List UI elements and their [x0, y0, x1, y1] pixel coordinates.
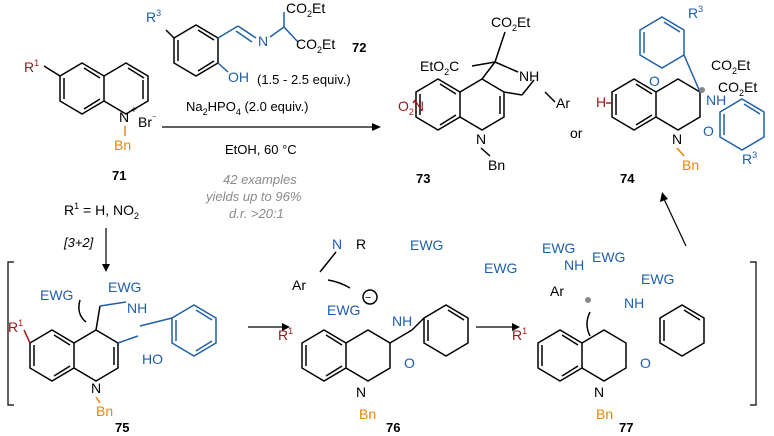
ester-top: CO2Et: [286, 0, 325, 19]
equiv-text: (1.5 - 2.5 equiv.): [257, 72, 351, 87]
hydrogen-label: H: [596, 94, 606, 110]
nh-77-a: NH: [624, 295, 644, 311]
intermediate-77: R1 N Bn O NH NH EWG EWG EWG EWG Ar 77: [484, 240, 705, 435]
nh-77-b: NH: [564, 257, 584, 273]
ar-77: Ar: [550, 283, 564, 299]
phenol-oh: OH: [228, 69, 249, 85]
bn-76: Bn: [359, 406, 376, 422]
o-77: O: [640, 355, 651, 371]
r1-76: R1: [278, 326, 293, 343]
ewg-75-a: EWG: [40, 287, 73, 303]
ester-label-b: EtO2C: [420, 58, 459, 77]
bracket-left: [7, 261, 14, 406]
yields-text: yields up to 96%: [205, 189, 301, 204]
carbanion-charge: −: [365, 292, 371, 304]
ar-76: Ar: [292, 277, 306, 293]
ester-bottom: CO2Et: [296, 36, 335, 55]
product-74: H N Bn O R3 O R3 CO2Et CO2Et NH 74: [596, 4, 765, 186]
oh-75: HO: [142, 351, 163, 367]
cycloaddition-label: [3+2]: [63, 235, 94, 250]
lower-o: O: [703, 123, 714, 139]
r3-74-bottom: R3: [742, 150, 757, 167]
quinoline-n: N: [476, 131, 486, 147]
reagent-number-72: 72: [352, 40, 366, 55]
ewg-76-b: EWG: [327, 302, 360, 318]
reaction-conditions: (1.5 - 2.5 equiv.) Na2HPO4 (2.0 equiv.) …: [162, 72, 381, 221]
pyrrolidine-nh: NH: [519, 68, 539, 84]
arrow-77-74: [663, 198, 687, 247]
ewg-75-b: EWG: [108, 279, 141, 295]
ester-label-a: CO2Et: [491, 14, 530, 33]
ewg-76-a: EWG: [410, 237, 443, 253]
n-74: N: [672, 131, 682, 147]
ester-74-b: CO2Et: [718, 79, 757, 98]
bn-75: Bn: [96, 403, 113, 419]
or-text: or: [570, 125, 583, 141]
bn-label-74: Bn: [682, 157, 699, 173]
r1-label: R1: [24, 58, 39, 75]
nh-76: NH: [392, 313, 412, 329]
base-text: Na2HPO4 (2.0 equiv.): [186, 99, 309, 117]
nh-74: NH: [706, 92, 726, 108]
ewg-77-a: EWG: [542, 240, 575, 256]
r1-77: R1: [512, 326, 527, 343]
dr-text: d.r. >20:1: [229, 206, 284, 221]
ewg-77-c: EWG: [592, 249, 625, 265]
nitro-group: O2N: [398, 98, 424, 117]
n-75: N: [91, 380, 101, 396]
nh-75: NH: [127, 300, 147, 316]
intermediate-76: R1 N Bn O NH EWG EWG − N R Ar 76: [278, 236, 469, 435]
ewg-77-d: EWG: [641, 271, 674, 287]
ester-74-a: CO2Et: [711, 57, 750, 76]
compound-number-75: 75: [115, 420, 129, 435]
ewg-77-b: EWG: [484, 260, 517, 276]
bromide-label: Br⁻: [138, 113, 157, 130]
imine-n-76: N: [332, 236, 342, 252]
compound-number-74: 74: [620, 171, 635, 186]
compound-number-71: 71: [112, 168, 126, 183]
solvent-text: EtOH, 60 °C: [225, 142, 297, 157]
o-76: O: [404, 355, 415, 371]
n-plus-atom: N: [119, 109, 129, 125]
intermediate-75: R1 N Bn NH EWG EWG HO 75: [8, 279, 217, 435]
r3-label: R3: [146, 8, 161, 25]
bn-77: Bn: [596, 406, 613, 422]
bn-label-73: Bn: [488, 157, 505, 173]
n-76: N: [356, 384, 366, 400]
r1-definition: R1 = H, NO2: [64, 201, 139, 221]
bracket-right: [750, 261, 757, 406]
reagent-72: R3 N CO2Et CO2Et OH 72: [146, 0, 366, 85]
upper-o: O: [649, 73, 660, 89]
plus-charge: +: [131, 105, 137, 116]
examples-text: 42 examples: [223, 172, 297, 187]
aryl-label: Ar: [556, 95, 570, 111]
product-73: O2N NH Ar CO2Et EtO2C N Bn 73: [398, 14, 570, 186]
r-76: R: [356, 236, 366, 252]
compound-number-76: 76: [386, 420, 400, 435]
compound-number-73: 73: [416, 171, 430, 186]
r1-75: R1: [8, 318, 23, 335]
r3-74-top: R3: [688, 4, 703, 21]
imine-n: N: [258, 33, 268, 49]
compound-number-77: 77: [619, 420, 633, 435]
n-77: N: [594, 384, 604, 400]
compound-71: R1 N + Br⁻ Bn 71 R1 = H, NO2: [24, 58, 157, 221]
bn-label: Bn: [114, 137, 131, 153]
